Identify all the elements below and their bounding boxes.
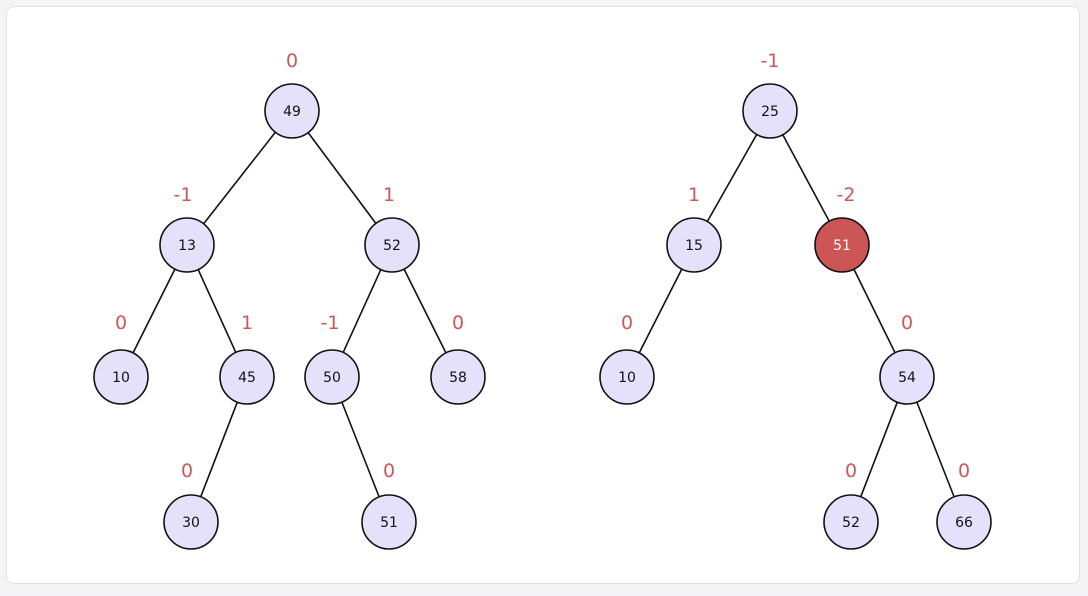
balance-factor-label: 0: [115, 312, 127, 334]
node-key: 51: [833, 238, 851, 254]
tree-edge: [341, 401, 380, 498]
edges-layer: [132, 131, 955, 498]
tree-node: 10: [599, 349, 655, 405]
node-key: 45: [238, 370, 256, 386]
balance-factor-label: 1: [688, 184, 700, 206]
tree-edge: [132, 268, 176, 354]
balance-factor-label: 0: [621, 312, 633, 334]
tree-edge: [403, 268, 447, 354]
tree-node: 10: [93, 349, 149, 405]
node-key: 25: [761, 104, 779, 120]
node-circle: [361, 494, 417, 550]
node-key: 10: [618, 370, 636, 386]
node-key: 15: [685, 238, 703, 254]
tree-node: 51: [361, 494, 417, 550]
node-circle: [430, 349, 486, 405]
tree-edge: [859, 401, 899, 498]
node-circle: [304, 349, 360, 405]
balance-factor-label: -2: [837, 184, 856, 206]
tree-node: 13: [159, 217, 215, 273]
node-key: 52: [842, 515, 860, 531]
tree-edge: [782, 134, 830, 222]
tree-node: 58: [430, 349, 486, 405]
balance-factor-label: -1: [321, 312, 340, 334]
tree-node: 50: [304, 349, 360, 405]
tree-edge: [638, 268, 683, 354]
balance-factor-label: 0: [452, 312, 464, 334]
tree-node: 25: [742, 83, 798, 139]
node-circle: [936, 494, 992, 550]
node-key: 50: [323, 370, 341, 386]
balance-factor-label: 0: [901, 312, 913, 334]
tree-edge: [197, 269, 237, 353]
balance-factor-label: -1: [761, 50, 780, 72]
tree-node: 49: [264, 83, 320, 139]
node-circle: [159, 217, 215, 273]
node-key: 58: [449, 370, 467, 386]
balance-factor-label: 1: [241, 312, 253, 334]
node-key: 10: [112, 370, 130, 386]
diagram-card: [6, 6, 1080, 584]
balance-factor-label: 0: [181, 460, 193, 482]
node-key: 54: [898, 370, 916, 386]
node-circle: [814, 217, 870, 273]
tree-node-unbalanced: 51: [814, 217, 870, 273]
balance-factor-label: 0: [845, 460, 857, 482]
node-key: 13: [178, 238, 196, 254]
balance-factor-label: -1: [174, 184, 193, 206]
node-key: 52: [383, 238, 401, 254]
tree-node: 52: [823, 494, 879, 550]
node-circle: [666, 217, 722, 273]
tree-edge: [342, 269, 382, 353]
balance-factor-label: 1: [383, 184, 395, 206]
tree-node: 66: [936, 494, 992, 550]
node-key: 66: [955, 515, 973, 531]
node-circle: [742, 83, 798, 139]
tree-edge: [307, 132, 377, 224]
balance-factor-label: 0: [383, 460, 395, 482]
balance-factor-label: 0: [958, 460, 970, 482]
tree-node: 52: [364, 217, 420, 273]
node-key: 49: [283, 104, 301, 120]
tree-edge: [199, 401, 239, 498]
node-circle: [823, 494, 879, 550]
tree-node: 54: [879, 349, 935, 405]
tree-node: 45: [219, 349, 275, 405]
node-key: 51: [380, 515, 398, 531]
node-circle: [599, 349, 655, 405]
tree-edge: [853, 268, 896, 354]
node-circle: [219, 349, 275, 405]
tree-edge: [203, 131, 276, 225]
node-key: 30: [182, 515, 200, 531]
node-circle: [879, 349, 935, 405]
node-circle: [93, 349, 149, 405]
node-circle: [364, 217, 420, 273]
tree-node: 15: [666, 217, 722, 273]
tree-edge: [706, 134, 758, 222]
tree-node: 30: [163, 494, 219, 550]
tree-edge: [916, 401, 955, 498]
node-circle: [264, 83, 320, 139]
node-circle: [163, 494, 219, 550]
balance-factor-label: 0: [286, 50, 298, 72]
